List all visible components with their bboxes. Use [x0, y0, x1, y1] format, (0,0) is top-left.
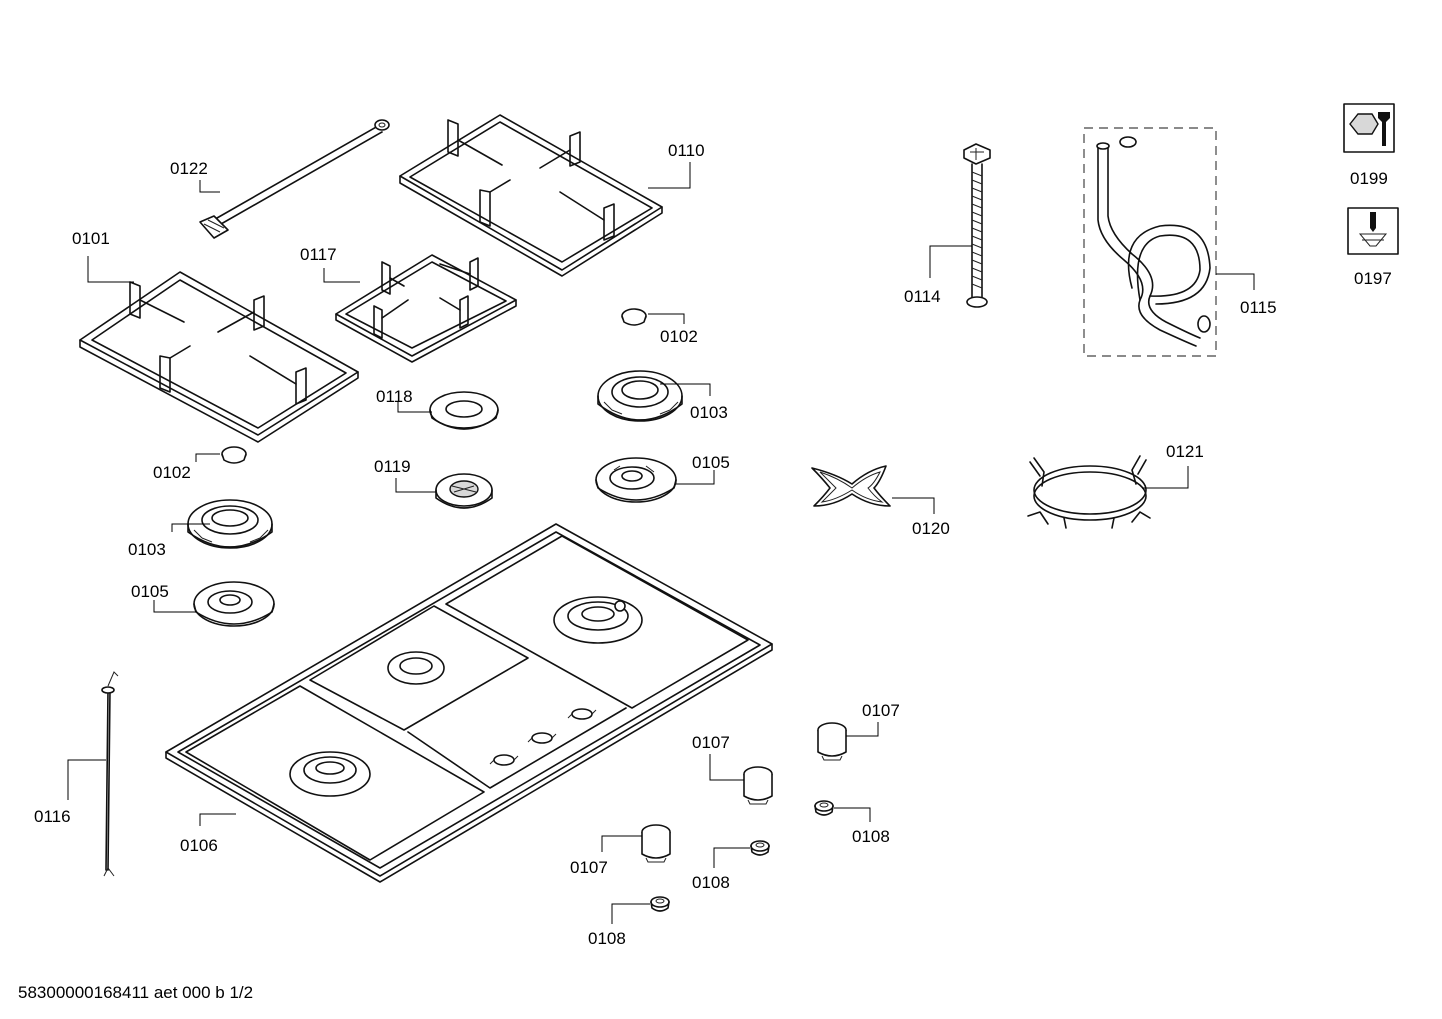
label-0107-center: 0107	[692, 733, 730, 752]
part-0108-bezel-center[interactable]	[750, 840, 770, 856]
part-0107-knob-bottom[interactable]	[641, 824, 671, 863]
label-0102-left: 0102	[153, 463, 191, 482]
label-0120: 0120	[912, 519, 950, 538]
part-0118-burner-ring[interactable]	[429, 391, 499, 430]
part-0116-thermocouple[interactable]	[101, 671, 119, 877]
label-0122: 0122	[170, 159, 208, 178]
label-0102-top: 0102	[660, 327, 698, 346]
part-0121-wok-ring[interactable]	[1027, 455, 1151, 529]
part-0119-burner-cap[interactable]	[435, 473, 493, 509]
part-0115-gas-pipe[interactable]	[1083, 127, 1217, 357]
callout-0101: 0101	[72, 229, 134, 283]
part-0108-bezel-right[interactable]	[814, 800, 834, 816]
part-0102-burner-cap-top[interactable]	[621, 308, 647, 326]
part-0108-bezel-bottom[interactable]	[650, 896, 670, 912]
callout-0107-center: 0107	[692, 733, 744, 781]
part-0102-burner-cap-left[interactable]	[221, 446, 247, 464]
label-0107-bottom: 0107	[570, 858, 608, 877]
callout-0105-right: 0105	[676, 453, 730, 485]
screwdriver-icon[interactable]	[1347, 207, 1399, 255]
callout-0107-bottom: 0107	[570, 835, 642, 877]
label-0115: 0115	[1240, 298, 1277, 317]
part-0122-ignition-lead[interactable]	[199, 119, 390, 239]
label-0114: 0114	[904, 287, 941, 306]
part-0101-pan-support[interactable]	[79, 271, 359, 443]
part-0107-knob-right[interactable]	[817, 722, 847, 761]
part-0120-wok-support-cross[interactable]	[811, 465, 891, 507]
part-0103-burner-head-left[interactable]	[187, 499, 273, 549]
callout-0108-bottom: 0108	[588, 903, 650, 948]
callout-0108-right: 0108	[834, 807, 890, 846]
callout-0119: 0119	[374, 457, 436, 493]
callout-0121: 0121	[1142, 442, 1204, 489]
label-0107-right: 0107	[862, 701, 900, 720]
label-0116: 0116	[34, 807, 71, 826]
part-0107-knob-center[interactable]	[743, 766, 773, 805]
part-0117-pan-support-small[interactable]	[335, 254, 517, 363]
label-0108-bottom: 0108	[588, 929, 626, 948]
label-0105-right: 0105	[692, 453, 730, 472]
callout-0103-right: 0103	[660, 383, 728, 422]
callout-0118: 0118	[376, 387, 432, 413]
label-0197: 0197	[1354, 269, 1392, 288]
part-0105-burner-base-right[interactable]	[595, 457, 677, 503]
part-0105-burner-base-left[interactable]	[193, 581, 275, 627]
label-0108-center: 0108	[692, 873, 730, 892]
callout-0108-center: 0108	[692, 847, 750, 892]
label-0106: 0106	[180, 836, 218, 855]
callout-0106: 0106	[180, 813, 236, 855]
callout-0107-right: 0107	[846, 701, 900, 737]
part-0110-pan-support[interactable]	[399, 114, 663, 277]
label-0110: 0110	[668, 141, 705, 160]
document-code: 58300000168411 aet 000 b 1/2	[18, 983, 253, 1002]
label-0108-right: 0108	[852, 827, 890, 846]
label-0103-left: 0103	[128, 540, 166, 559]
callout-0120: 0120	[892, 497, 950, 538]
callout-0117: 0117	[300, 245, 360, 283]
callout-0105-left: 0105	[131, 582, 196, 613]
callout-0102-top: 0102	[648, 313, 698, 346]
label-0101: 0101	[72, 229, 110, 248]
label-0118: 0118	[376, 387, 413, 406]
callout-0116: 0116	[34, 759, 106, 826]
label-0119: 0119	[374, 457, 411, 476]
callout-0114: 0114	[904, 245, 972, 306]
label-0117: 0117	[300, 245, 337, 264]
label-0121: 0121	[1166, 442, 1204, 461]
callout-0110: 0110	[648, 141, 705, 189]
callout-0103-left: 0103	[128, 523, 210, 559]
part-0106-hob-top[interactable]	[165, 523, 773, 883]
callout-0122: 0122	[170, 159, 220, 193]
callout-0102-left: 0102	[153, 453, 220, 482]
callout-0115: 0115	[1216, 273, 1277, 317]
part-0114-fixing-bolt[interactable]	[963, 143, 991, 308]
label-0105-left: 0105	[131, 582, 169, 601]
label-0199: 0199	[1350, 169, 1388, 188]
label-0103-right: 0103	[690, 403, 728, 422]
wrench-icon[interactable]	[1343, 103, 1395, 153]
part-0103-burner-head-right[interactable]	[597, 370, 683, 422]
